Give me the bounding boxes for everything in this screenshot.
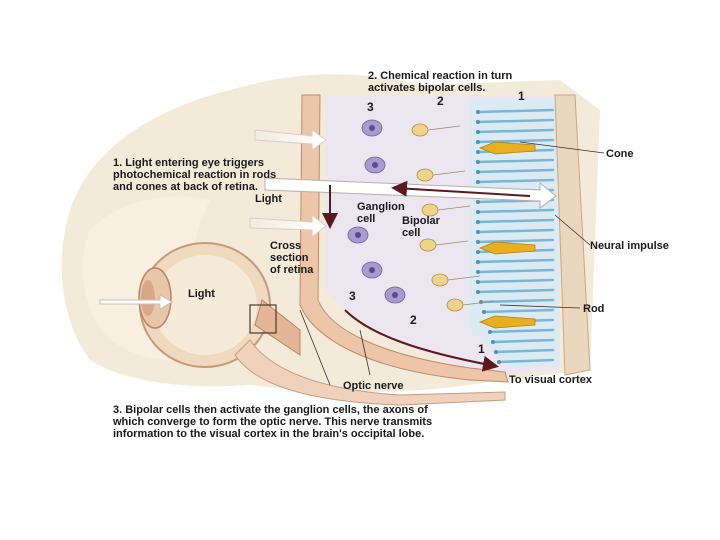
rod-cell <box>476 238 555 244</box>
bipolar-cell <box>411 123 429 137</box>
rod-nucleus <box>476 160 480 164</box>
bipolar-cells <box>411 123 496 312</box>
cone-cell <box>478 241 536 255</box>
rod-cell <box>476 118 555 124</box>
rod-nucleus <box>476 250 480 254</box>
rod-cell <box>476 138 555 144</box>
ganglion-cells <box>347 119 406 304</box>
rod-nucleus <box>476 280 480 284</box>
layer-number-2-top: 2 <box>437 94 444 108</box>
label-ganglion-cell: Ganglion cell <box>357 201 405 225</box>
label-rod: Rod <box>583 303 605 315</box>
rod-nucleus <box>476 110 480 114</box>
rod-cell <box>476 208 555 214</box>
rod-nucleus <box>476 120 480 124</box>
rod-cell <box>476 178 555 184</box>
cone-cell <box>478 141 536 155</box>
layer-number-1-bottom: 1 <box>478 342 485 356</box>
light-arrows <box>99 129 557 310</box>
rod-cell <box>497 358 555 364</box>
label-bipolar-cell: Bipolar cell <box>402 215 440 239</box>
rod-nucleus <box>476 260 480 264</box>
rod-nucleus <box>476 210 480 214</box>
ganglion-nucleus <box>372 162 378 168</box>
rod-nucleus <box>488 330 492 334</box>
bipolar-dendrite <box>432 170 466 176</box>
caption-step-3: 3. Bipolar cells then activate the gangl… <box>113 404 433 440</box>
leader-lines <box>299 141 605 386</box>
ganglion-nucleus <box>369 125 375 131</box>
bipolar-dendrite <box>437 205 471 211</box>
bipolar-cell <box>431 273 449 287</box>
rod-nucleus <box>476 230 480 234</box>
bipolar-dendrite <box>447 275 481 281</box>
bipolar-dendrite <box>435 240 469 246</box>
ganglion-nucleus <box>392 292 398 298</box>
rod-nucleus <box>479 300 483 304</box>
rod-cell <box>476 288 555 294</box>
rod-cell <box>476 168 555 174</box>
rod-cell <box>476 278 555 284</box>
rod-nucleus <box>476 170 480 174</box>
rod-cell <box>476 128 555 134</box>
bipolar-cell <box>446 298 464 312</box>
label-light-top: Light <box>255 193 282 205</box>
rod-nucleus <box>476 130 480 134</box>
rod-cell <box>479 298 555 304</box>
neural-impulse-arrows <box>322 180 531 372</box>
rod-nucleus <box>497 360 501 364</box>
rod-nucleus <box>476 200 480 204</box>
rod-cell <box>476 158 555 164</box>
ganglion-nucleus <box>369 267 375 273</box>
eyeball <box>138 242 301 368</box>
bipolar-dendrite <box>462 300 496 306</box>
rod-cell <box>476 108 555 114</box>
rod-nucleus <box>491 340 495 344</box>
ganglion-nucleus <box>355 232 361 238</box>
layer-number-1-top: 1 <box>518 89 525 103</box>
rod-nucleus <box>476 180 480 184</box>
label-cross-section: Cross section of retina <box>270 240 314 276</box>
cone-cell <box>478 315 536 329</box>
rod-nucleus <box>476 150 480 154</box>
rod-cell <box>494 348 555 354</box>
bipolar-cell <box>419 238 437 252</box>
rod-nucleus <box>476 140 480 144</box>
caption-step-1: 1. Light entering eye triggers photochem… <box>113 157 277 193</box>
rod-cell <box>476 258 555 264</box>
rod-cell <box>488 328 555 334</box>
rod-nucleus <box>476 240 480 244</box>
rod-cell <box>476 268 555 274</box>
label-to-visual-cortex: To visual cortex <box>509 374 592 386</box>
rod-nucleus <box>476 270 480 274</box>
rod-nucleus <box>476 290 480 294</box>
rod-cell <box>482 308 555 314</box>
label-cone: Cone <box>606 148 634 160</box>
label-light-eye: Light <box>188 288 215 300</box>
label-neural-impulse: Neural impulse <box>590 240 669 252</box>
label-optic-nerve: Optic nerve <box>343 380 404 392</box>
rod-nucleus <box>476 220 480 224</box>
caption-step-2: 2. Chemical reaction in turn activates b… <box>368 70 513 94</box>
rod-nucleus <box>494 350 498 354</box>
bipolar-dendrite <box>427 125 461 131</box>
bipolar-cell <box>416 168 434 182</box>
rod-nucleus <box>482 310 486 314</box>
rod-cells <box>476 108 555 364</box>
rod-cell <box>476 218 555 224</box>
rod-cell <box>476 228 555 234</box>
cone-cells <box>478 141 536 329</box>
layer-number-3-bottom: 3 <box>349 289 356 303</box>
rod-cell <box>491 338 555 344</box>
layer-number-2-bottom: 2 <box>410 313 417 327</box>
layer-number-3-top: 3 <box>367 100 374 114</box>
